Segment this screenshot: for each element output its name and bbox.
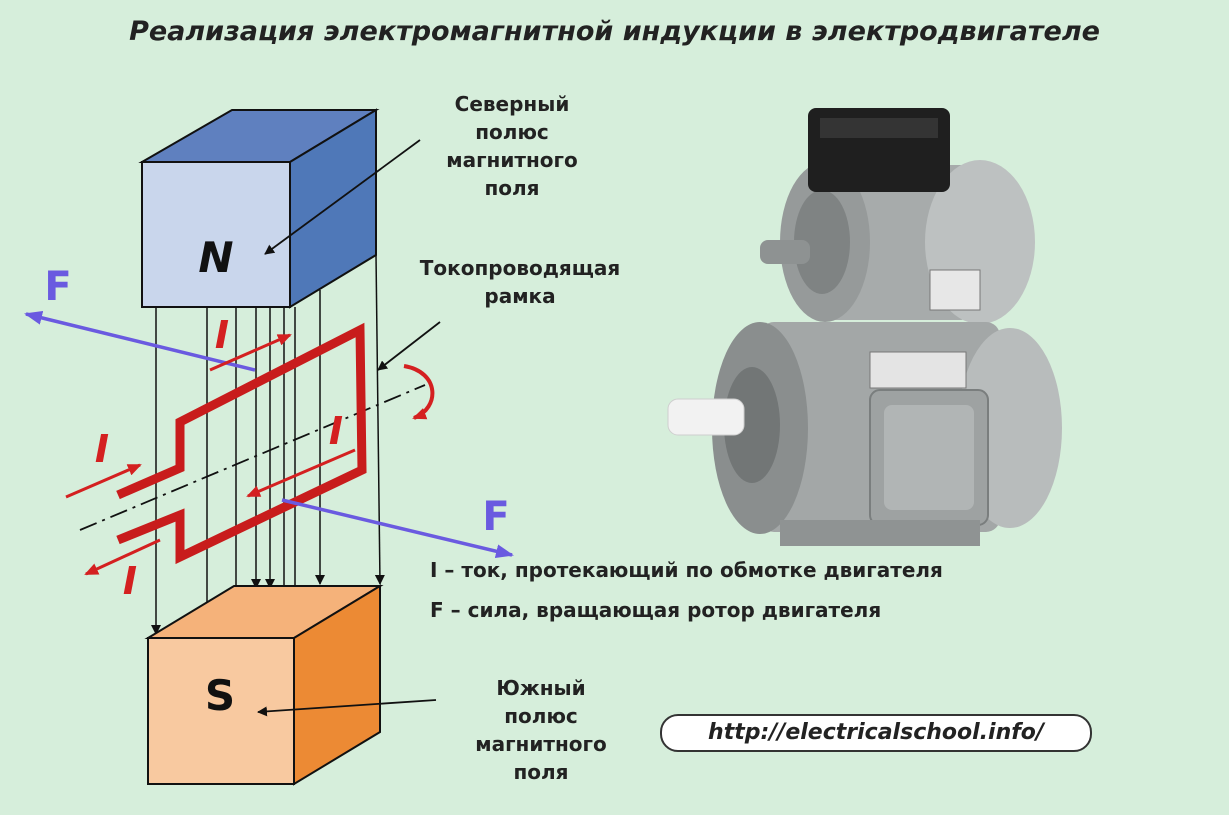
north-magnet: N — [138, 108, 380, 309]
rotation-axis — [79, 384, 426, 531]
large-motor — [667, 322, 1062, 546]
legend-force: F – сила, вращающая ротор двигателя — [430, 598, 882, 622]
north-pole-label: Северный полюс магнитного поля — [446, 92, 578, 200]
label-pointers — [257, 139, 441, 717]
field-lines — [151, 254, 385, 635]
current-arrows — [65, 333, 356, 576]
south-letter: S — [205, 671, 235, 720]
force-symbol-lower: F — [482, 494, 509, 540]
legend-current: I – ток, протекающий по обмотке двигател… — [430, 558, 943, 582]
conducting-frame — [116, 322, 367, 565]
page-title: Реализация электромагнитной индукции в э… — [129, 16, 1100, 47]
electric-motor-image — [667, 108, 1062, 546]
south-magnet: S — [144, 584, 384, 786]
current-symbol-right: I — [329, 409, 343, 453]
rotation-arrow — [403, 364, 435, 420]
north-letter: N — [198, 233, 233, 282]
current-symbols: I I I I — [95, 313, 343, 603]
current-symbol-bottom: I — [123, 559, 137, 603]
frame-label: Токопроводящая рамка — [419, 256, 621, 308]
force-arrow-upper — [24, 311, 256, 372]
south-pole-label: Южный полюс магнитного поля — [475, 676, 607, 784]
current-symbol-left: I — [95, 427, 109, 471]
source-url[interactable]: http://electricalschool.info/ — [660, 714, 1092, 752]
current-symbol-top: I — [215, 313, 229, 357]
small-motor — [760, 108, 1035, 324]
force-symbol-upper: F — [44, 264, 71, 310]
force-arrow-lower — [281, 498, 514, 559]
